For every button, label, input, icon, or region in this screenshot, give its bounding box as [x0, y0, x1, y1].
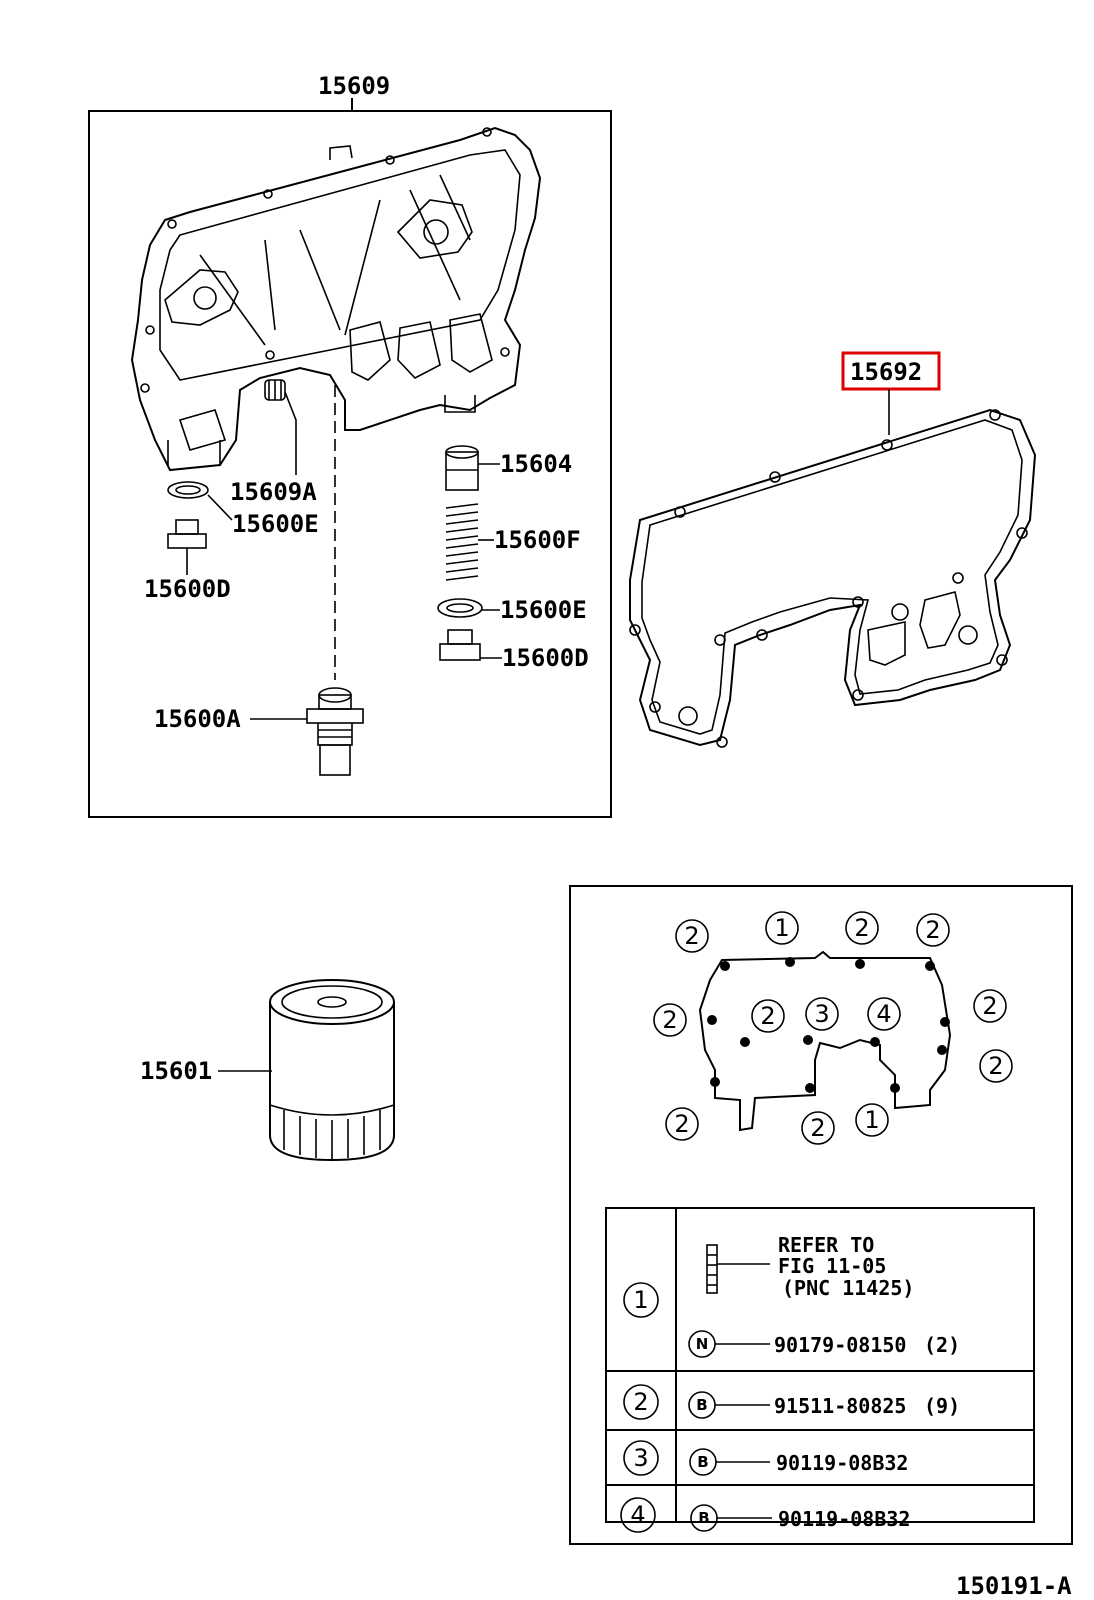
callout-4: 4 — [876, 1000, 891, 1028]
oil-filter-bracket-drawing — [130, 126, 542, 472]
bolt-pattern-frame — [569, 885, 1073, 1545]
legend-qty-2: (9) — [924, 1394, 960, 1418]
housing-assembly-group: 15609 15609A — [88, 72, 612, 818]
plug-right-drawing — [439, 629, 502, 661]
bolt-pattern-group: 2 1 2 2 2 2 3 4 2 2 2 2 1 1 — [569, 885, 1073, 1545]
label-15600a[interactable]: 15600A — [154, 705, 241, 733]
bolt-legend-table: 1 REFER TO FIG 11-05 (PNC 11425) N 90179… — [605, 1207, 1035, 1533]
plug-15609a-drawing — [264, 379, 297, 475]
legend-num-4: 4 — [630, 1501, 645, 1529]
bolt-pattern-outline — [698, 950, 952, 1132]
label-15600e-right[interactable]: 15600E — [500, 596, 587, 624]
oil-filter-group: 15601 — [140, 979, 395, 1162]
spring-drawing — [445, 503, 494, 581]
legend-qty-1: (2) — [924, 1333, 960, 1357]
legend-prefix-3: B — [697, 1453, 708, 1471]
callout-2-c: 2 — [925, 916, 940, 944]
gasket-group: 15692 — [629, 351, 1037, 748]
callout-3: 3 — [814, 1000, 829, 1028]
legend-prefix-4: B — [698, 1509, 709, 1527]
bolt-side-icon — [706, 1244, 770, 1294]
legend-refer-line-2: FIG 11-05 — [778, 1254, 886, 1278]
gasket-drawing — [629, 408, 1037, 748]
housing-frame — [88, 110, 612, 818]
callout-2-g: 2 — [988, 1052, 1003, 1080]
callout-2-e: 2 — [760, 1002, 775, 1030]
union-bolt-drawing — [250, 687, 364, 776]
legend-num-1: 1 — [633, 1286, 648, 1314]
legend-frame — [605, 1207, 1035, 1523]
label-15600d-right[interactable]: 15600D — [502, 644, 589, 672]
callout-2-b: 2 — [854, 914, 869, 942]
legend-part-4[interactable]: 90119-08B32 — [778, 1507, 910, 1531]
legend-num-2: 2 — [633, 1388, 648, 1416]
label-15600d-left[interactable]: 15600D — [144, 575, 231, 603]
callout-2-h: 2 — [674, 1110, 689, 1138]
label-15601[interactable]: 15601 — [140, 1057, 212, 1085]
legend-num-3: 3 — [633, 1444, 648, 1472]
label-15692[interactable]: 15692 — [850, 358, 922, 386]
plug-left-drawing — [167, 519, 207, 575]
relief-valve-drawing — [445, 445, 500, 491]
oil-filter-drawing — [269, 979, 395, 1162]
bolt-number-callouts: 2 1 2 2 2 2 3 4 2 2 2 2 1 — [653, 911, 1013, 1145]
legend-prefix-2: B — [696, 1396, 707, 1414]
highlight-box — [841, 351, 941, 391]
legend-part-2[interactable]: 91511-80825 — [774, 1394, 906, 1418]
callout-2-d: 2 — [662, 1006, 677, 1034]
label-15600e-left[interactable]: 15600E — [232, 510, 319, 538]
figure-id: 150191-A — [956, 1572, 1072, 1600]
callout-1-b: 1 — [864, 1106, 879, 1134]
legend-refer-line-1: REFER TO — [778, 1233, 874, 1257]
legend-part-3[interactable]: 90119-08B32 — [776, 1451, 908, 1475]
callout-2-f: 2 — [982, 992, 997, 1020]
seal-right-drawing — [437, 598, 500, 618]
callout-2-i: 2 — [810, 1114, 825, 1142]
label-15609a[interactable]: 15609A — [230, 478, 317, 506]
label-15600f[interactable]: 15600F — [494, 526, 581, 554]
legend-refer-line-3: (PNC 11425) — [782, 1276, 914, 1300]
label-15604[interactable]: 15604 — [500, 450, 572, 478]
legend-part-1[interactable]: 90179-08150 — [774, 1333, 906, 1357]
callout-2-a: 2 — [684, 922, 699, 950]
seal-left-drawing — [167, 481, 233, 521]
label-15609[interactable]: 15609 — [318, 72, 390, 100]
callout-1-a: 1 — [774, 914, 789, 942]
legend-prefix-1: N — [696, 1335, 709, 1353]
